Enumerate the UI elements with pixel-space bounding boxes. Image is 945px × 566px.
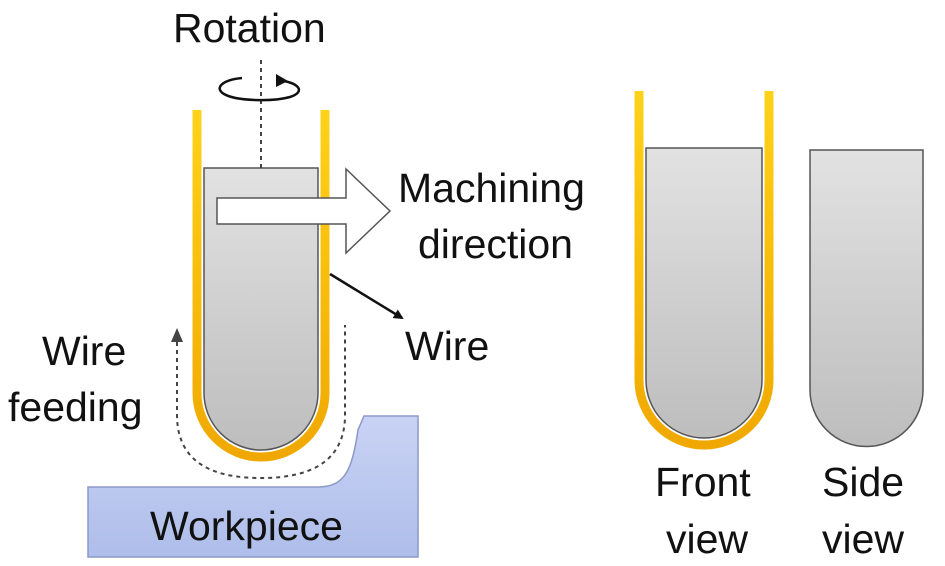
front-view-electrode	[645, 147, 763, 439]
wire-feeding-label-line1: Wire	[42, 328, 126, 374]
front-view-label-line2: view	[666, 516, 748, 562]
wire-feeding-label-line2: feeding	[8, 384, 143, 430]
machining-direction-label-line2: direction	[418, 221, 573, 267]
side-view-label-line2: view	[822, 516, 904, 562]
workpiece-block	[87, 415, 419, 558]
wire-label: Wire	[405, 323, 489, 369]
machining-direction-arrow-icon	[216, 167, 392, 255]
machining-direction-label-line1: Machining	[398, 165, 585, 211]
rotation-arrow-icon	[218, 76, 301, 102]
wire-pointer-arrow-icon	[329, 272, 404, 320]
rotation-arrowhead-icon	[276, 74, 288, 87]
rotation-label: Rotation	[173, 5, 326, 51]
side-view-label-line1: Side	[822, 459, 904, 505]
wire-feeding-path	[176, 325, 346, 480]
wire	[192, 110, 330, 462]
front-view-wire	[634, 91, 774, 450]
electrode-tool	[203, 167, 319, 451]
front-view-label-line1: Front	[655, 459, 751, 505]
workpiece-label: Workpiece	[150, 503, 343, 549]
wire-feeding-arrowhead-icon	[171, 328, 183, 342]
